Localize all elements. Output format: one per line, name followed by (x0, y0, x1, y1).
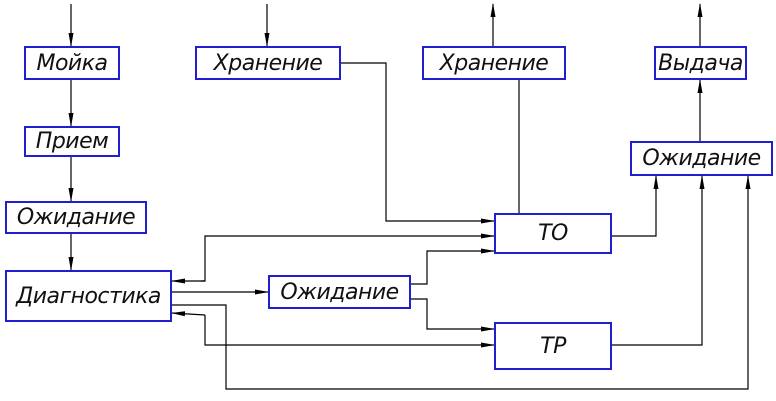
arrow-ozhidanie-to (411, 248, 495, 285)
node-tr: ТР (494, 322, 612, 370)
node-vydacha: Выдача (654, 46, 747, 80)
node-priem: Прием (24, 126, 120, 157)
arrow-to-ozhidanie-right (612, 175, 659, 237)
arrow-return-diagnostika (171, 311, 206, 317)
node-to: ТО (494, 213, 612, 254)
arrow-hranenie-to (341, 62, 495, 224)
arrow-tr-ozhidanie-right (612, 175, 705, 346)
node-ozhidanie-right: Ожидание (630, 141, 773, 176)
arrow-diagnostika-tr (204, 315, 495, 348)
node-hranenie-in: Хранение (195, 46, 341, 80)
arrow-diagnostika-ozhidanie-right (172, 175, 751, 390)
node-ozhidanie-middle: Ожидание (268, 275, 411, 309)
node-ozhidanie-left: Ожидание (5, 201, 147, 234)
node-hranenie-out: Хранение (422, 46, 566, 80)
node-moika: Мойка (24, 46, 120, 80)
arrow-ozhidanie-tr (411, 298, 495, 332)
node-diagnostika: Диагностика (5, 270, 172, 322)
